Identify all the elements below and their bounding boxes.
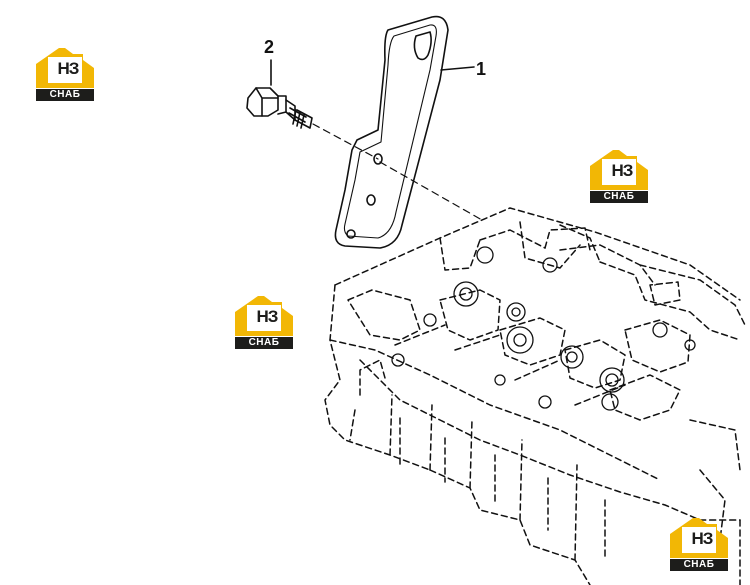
callout-bracket-number: 1 — [476, 59, 487, 79]
watermark-logo: НЗ СНАБ — [587, 146, 651, 206]
watermark-monogram: НЗ — [691, 529, 714, 548]
watermark-logo: НЗ СНАБ — [232, 292, 296, 352]
watermark-logo: НЗ СНАБ — [33, 44, 97, 104]
watermark-monogram: НЗ — [57, 59, 80, 78]
flange-bolt — [246, 87, 313, 129]
watermark-caption: СНАБ — [590, 191, 648, 203]
watermark-logo: НЗ СНАБ — [667, 514, 731, 574]
lifting-bracket — [334, 15, 449, 249]
house-logo-icon — [590, 150, 648, 190]
house-logo-icon — [235, 296, 293, 336]
bracket-leader-line — [440, 66, 475, 71]
cylinder-head-ports — [391, 246, 696, 411]
watermark-monogram: НЗ — [611, 161, 634, 180]
cylinder-head — [324, 207, 746, 585]
assembly-guide-lines — [312, 123, 483, 221]
watermark-monogram: НЗ — [256, 307, 279, 326]
house-logo-icon — [36, 48, 94, 88]
watermark-caption: СНАБ — [36, 89, 94, 101]
watermark-caption: СНАБ — [235, 337, 293, 349]
watermark-caption: СНАБ — [670, 559, 728, 571]
house-logo-icon — [670, 518, 728, 558]
callout-bolt-number: 2 — [264, 37, 275, 57]
